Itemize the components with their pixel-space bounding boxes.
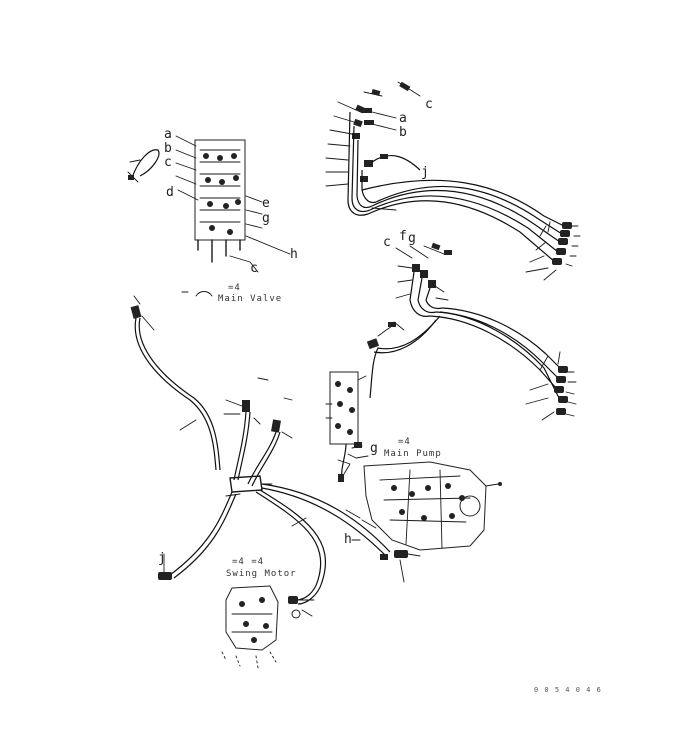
label-j-top: j bbox=[421, 165, 429, 180]
main-hose-run: h j bbox=[130, 295, 421, 605]
swing-motor-body bbox=[221, 585, 279, 669]
label-a-valve: a bbox=[164, 127, 172, 142]
label-j-left: j bbox=[158, 551, 166, 566]
label-c-mid: c bbox=[383, 235, 391, 250]
label-h-pump: h bbox=[344, 532, 352, 547]
swing-motor-assembly: =4 =4 Swing Motor bbox=[221, 557, 315, 669]
label-e-valve: e bbox=[262, 196, 270, 211]
label-c-valve: c bbox=[164, 155, 172, 170]
label-g-valve: g bbox=[262, 211, 270, 226]
main-pump-equal-note: =4 bbox=[398, 437, 411, 447]
label-g-pump: g bbox=[370, 441, 378, 456]
main-valve-body bbox=[194, 139, 259, 273]
drawing-code: 0 0 5 4 0 4 6 bbox=[534, 686, 602, 694]
label-b-top: b bbox=[399, 125, 407, 140]
swing-motor-equal-note: =4 =4 bbox=[232, 557, 264, 567]
label-f-mid: f bbox=[399, 229, 407, 244]
main-pump-body bbox=[363, 461, 502, 551]
label-b-valve: b bbox=[164, 141, 172, 156]
swing-motor-caption: Swing Motor bbox=[226, 569, 297, 579]
main-valve-equal-note: =4 bbox=[228, 283, 241, 293]
label-g-mid: g bbox=[408, 231, 416, 246]
upper-hose-bundle: c a b j bbox=[325, 81, 581, 281]
main-valve-caption: Main Valve bbox=[218, 294, 282, 304]
label-h-valve: h bbox=[290, 247, 298, 262]
label-c-top: c bbox=[425, 97, 433, 112]
lower-hose-bundle: c f g bbox=[366, 229, 577, 421]
label-c2-valve: c bbox=[250, 261, 258, 276]
main-pump-assembly: g =4 Main Pump bbox=[325, 371, 502, 551]
main-valve-assembly: a b c d e g h c =4 Main Valve bbox=[127, 127, 298, 304]
label-d-valve: d bbox=[166, 185, 174, 200]
main-pump-caption: Main Pump bbox=[384, 449, 442, 459]
label-a-top: a bbox=[399, 111, 407, 126]
